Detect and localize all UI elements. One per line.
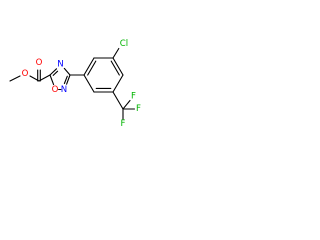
bond-ar-c3-c4-inner [110, 60, 120, 76]
atom-n-upper: N [57, 60, 63, 70]
bond-ar-c1-c2-inner [87, 60, 97, 76]
molecule-drawing: O O N N O Cl F F F [9, 39, 141, 129]
atom-f-left: F [121, 119, 126, 129]
bond-c3-n2-inner [63, 75, 68, 85]
bond-ar-c6-c1 [83, 74, 95, 93]
bond-c3-n2-outer [66, 74, 71, 85]
bond-c5-n4-inner [52, 70, 59, 76]
bond-ar-c4-c5 [112, 74, 124, 93]
bond-carbonyl-ring [38, 74, 51, 82]
atom-o-carbonyl: O [36, 58, 43, 68]
bond-cf3-f-top [122, 99, 131, 110]
atom-f-top: F [131, 92, 136, 102]
bond-ar-c3-c4 [112, 57, 124, 76]
bond-ar-c1-c2 [83, 57, 95, 76]
bond-c5-n4-outer [49, 68, 58, 76]
structure-canvas: O O N N O Cl F F F [0, 0, 152, 152]
atom-cl: Cl [120, 39, 128, 49]
bond-o1-c5 [49, 74, 55, 86]
bond-ar-cl [112, 47, 120, 59]
atom-n-lower: N [61, 85, 67, 95]
atom-o-ring: O [52, 85, 59, 95]
bond-n4-c3 [63, 67, 71, 76]
atom-f-right: F [136, 104, 141, 114]
bond-methyl-o [9, 75, 21, 82]
atom-o-methoxy: O [22, 69, 29, 79]
bond-ar-cf3 [112, 91, 124, 110]
